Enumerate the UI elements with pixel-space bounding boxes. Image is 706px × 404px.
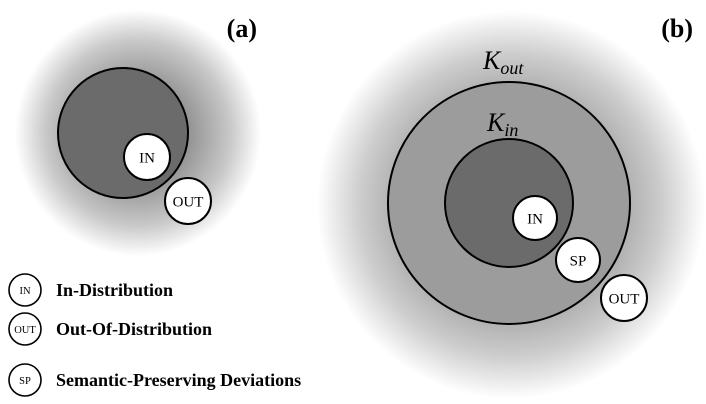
legend-item-out-of-distribution: OUT Out-Of-Distribution: [8, 312, 212, 346]
panel-a-out-node-label: OUT: [173, 195, 204, 211]
panel-b-label: (b): [661, 14, 693, 43]
panel-a-out-node: OUT: [164, 177, 212, 225]
legend-item-semantic-preserving: SP Semantic-Preserving Deviations: [8, 363, 301, 397]
legend-in-icon: [8, 273, 42, 307]
legend-out-of-distribution-text: Out-Of-Distribution: [56, 319, 212, 339]
k-in-label: Kin: [486, 108, 518, 140]
legend: IN In-Distribution OUT Out-Of-Distributi…: [8, 273, 301, 397]
panel-b-sp-node-label: SP: [570, 254, 587, 270]
panel-a: IN OUT (a): [15, 10, 261, 256]
panel-b-sp-node: SP: [555, 237, 601, 283]
k-in-region: [444, 138, 574, 268]
panel-a-in-node: IN: [123, 133, 171, 181]
k-out-label: Kout: [482, 46, 524, 78]
legend-semantic-preserving-text: Semantic-Preserving Deviations: [56, 370, 301, 390]
panel-b: IN SP OUT Kout Kin (b): [317, 11, 705, 399]
panel-b-in-node-label: IN: [527, 212, 543, 228]
svg-text:IN: IN: [19, 286, 30, 297]
legend-item-in-distribution: IN In-Distribution: [8, 273, 173, 307]
legend-out-icon: [8, 312, 42, 346]
svg-text:SP: SP: [19, 376, 31, 387]
legend-in-distribution-text: In-Distribution: [56, 280, 173, 300]
panel-b-out-node-label: OUT: [609, 292, 640, 308]
legend-sp-icon: [8, 363, 42, 397]
panel-b-in-node: IN: [512, 195, 558, 241]
svg-text:OUT: OUT: [14, 325, 36, 336]
panel-a-label: (a): [227, 14, 257, 43]
panel-b-out-node: OUT: [600, 274, 648, 322]
panel-a-in-node-label: IN: [139, 151, 155, 167]
panel-a-in-distribution-region: [57, 67, 189, 199]
